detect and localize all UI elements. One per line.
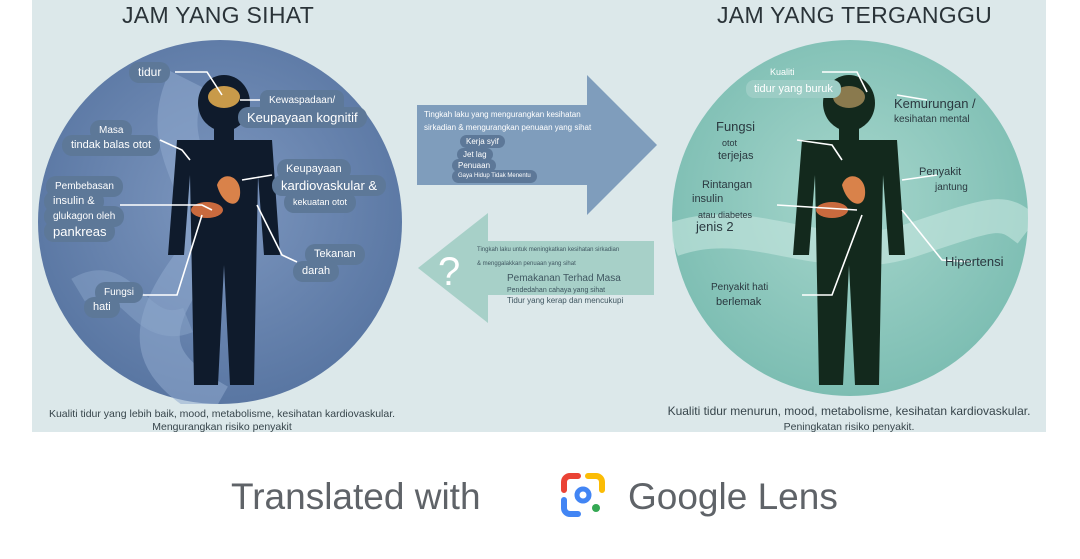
label-kemurungan: Kemurungan / <box>894 96 976 111</box>
label-jantung: jantung <box>935 182 968 193</box>
disrupted-clock-title: JAM YANG TERGANGGU <box>717 2 993 28</box>
label-berlemak: berlemak <box>716 296 762 308</box>
healthy-caption-line2: Mengurangkan risiko penyakit <box>152 421 292 432</box>
label-penyakit-hati: Penyakit hati <box>711 282 769 293</box>
arrow-right-shape <box>417 75 657 215</box>
healthy-connector-lines <box>120 71 298 296</box>
healthy-human-figure-icon <box>168 75 280 385</box>
label-tidur: tidur <box>129 62 171 83</box>
arrow-right-item-gaya-hidup: Gaya Hidup Tidak Menentu <box>452 170 537 183</box>
translated-with-text: Translated with <box>231 476 481 517</box>
disrupted-caption-line2: Peningkatan risiko penyakit. <box>783 421 915 432</box>
translation-footer <box>0 432 1080 559</box>
arrow-right-line2: sirkadian & mengurangkan penuaan yang si… <box>424 123 592 132</box>
arrow-left-item-pemakanan: Pemakanan Terhad Masa <box>507 273 621 284</box>
label-jenis-2: jenis 2 <box>696 219 734 234</box>
label-atau-diabetes: atau diabetes <box>698 210 753 220</box>
label-pankreas: pankreas <box>44 221 116 242</box>
infographic-panel: JAM YANG SIHAT tidur Kewaspadaan/ Keupay… <box>32 0 1046 432</box>
arrow-left-line1: Tingkah laku untuk meningkatkan kesihata… <box>477 247 620 253</box>
label-tekanan: Tekanan <box>305 244 365 265</box>
arrow-left-shape <box>418 213 654 323</box>
label-insulin-r: insulin <box>692 193 724 205</box>
label-hati: hati <box>84 297 120 318</box>
label-penyakit: Penyakit <box>919 166 962 178</box>
label-keupayaan-kognitif: Keupayaan kognitif <box>238 107 367 128</box>
google-lens-logo-icon <box>561 473 605 517</box>
healthy-clock-title: JAM YANG SIHAT <box>122 2 315 28</box>
label-tindak-balas-otot: tindak balas otot <box>62 135 161 156</box>
label-fungsi-otot: Fungsi <box>716 119 756 134</box>
arrow-right-item-kerja-syif: Kerja syif <box>460 135 505 148</box>
healthy-caption-line1: Kualiti tidur yang lebih baik, mood, met… <box>48 408 396 420</box>
label-hipertensi: Hipertensi <box>945 254 1004 269</box>
disrupted-human-figure-icon <box>793 75 905 385</box>
arrow-right-item-penuaan: Penuaan <box>452 159 497 172</box>
disrupted-connector-lines <box>776 71 973 296</box>
label-otot: otot <box>722 138 738 148</box>
label-tidur-buruk: tidur yang buruk <box>746 80 841 98</box>
arrow-right-item-jet-lag: Jet lag <box>457 148 493 161</box>
arrow-right-line1: Tingkah laku yang mengurangkan kesihatan <box>424 110 581 119</box>
label-rintangan: Rintangan <box>702 179 753 191</box>
label-kekuatan-otot: kekuatan otot <box>284 192 357 213</box>
disrupted-caption-line1: Kualiti tidur menurun, mood, metabolisme… <box>667 404 1031 418</box>
google-lens-text: Google Lens <box>628 476 838 517</box>
label-kesihatan-mental: kesihatan mental <box>894 114 970 125</box>
label-kualiti: Kualiti <box>770 67 795 77</box>
label-kewaspadaan: Kewaspadaan/ <box>260 90 345 111</box>
arrow-left-item-cahaya: Pendedahan cahaya yang sihat <box>507 287 606 294</box>
question-mark-icon: ? <box>438 250 461 294</box>
label-darah: darah <box>293 261 340 282</box>
label-keupayaan: Keupayaan <box>277 159 351 180</box>
arrow-left-item-tidur: Tidur yang kerap dan mencukupi <box>507 296 624 305</box>
label-terjejas: terjejas <box>718 150 754 162</box>
label-kardiovaskular: kardiovaskular & <box>272 175 387 196</box>
arrow-left-line2: & menggalakkan penuaan yang sihat <box>477 261 576 267</box>
